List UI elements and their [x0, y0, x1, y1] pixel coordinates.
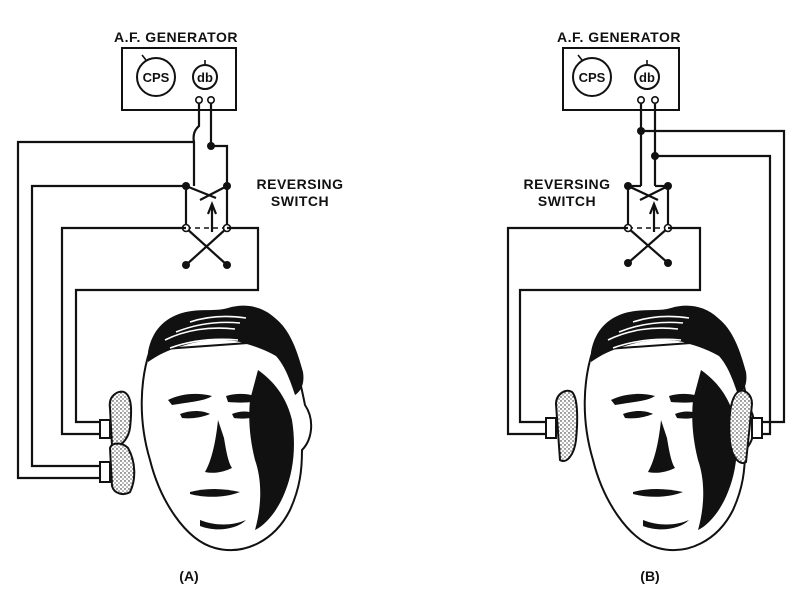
earphone-left	[545, 389, 579, 462]
cps-knob: CPS	[572, 54, 612, 97]
db-knob: db	[634, 60, 660, 90]
db-knob-label: db	[639, 70, 655, 85]
reversing-switch	[623, 182, 673, 267]
output-terminal-left	[636, 96, 645, 105]
switch-label-line2: SWITCH	[538, 193, 596, 209]
outer-wires	[16, 140, 194, 480]
panel-a: A.F. GENERATOR CPS db	[16, 29, 344, 584]
generator-label: A.F. GENERATOR	[557, 29, 681, 45]
reversing-switch	[181, 182, 232, 269]
panel-label: (B)	[640, 568, 659, 584]
upper-earphone-wires	[60, 226, 260, 436]
generator-leads	[637, 103, 659, 186]
generator-label: A.F. GENERATOR	[114, 29, 238, 45]
earphone-upper	[99, 390, 133, 448]
earphone-right	[728, 389, 763, 464]
panel-b: A.F. GENERATOR CPS db	[506, 29, 786, 584]
db-knob: db	[192, 60, 218, 90]
output-terminal-left	[195, 96, 204, 105]
generator-leads	[192, 103, 229, 186]
left-earphone-wires	[506, 226, 702, 436]
cps-knob-label: CPS	[579, 70, 606, 85]
output-terminal-right	[207, 96, 216, 105]
outer-wires	[641, 129, 786, 436]
db-knob-label: db	[197, 70, 213, 85]
listener-head	[140, 304, 313, 552]
switch-label-line1: REVERSING	[524, 176, 611, 192]
switch-label-line1: REVERSING	[257, 176, 344, 192]
switch-label-line2: SWITCH	[271, 193, 329, 209]
earphone-lower	[99, 442, 136, 495]
cps-knob: CPS	[136, 54, 176, 97]
output-terminal-right	[650, 96, 659, 105]
panel-label: (A)	[179, 568, 198, 584]
cps-knob-label: CPS	[143, 70, 170, 85]
